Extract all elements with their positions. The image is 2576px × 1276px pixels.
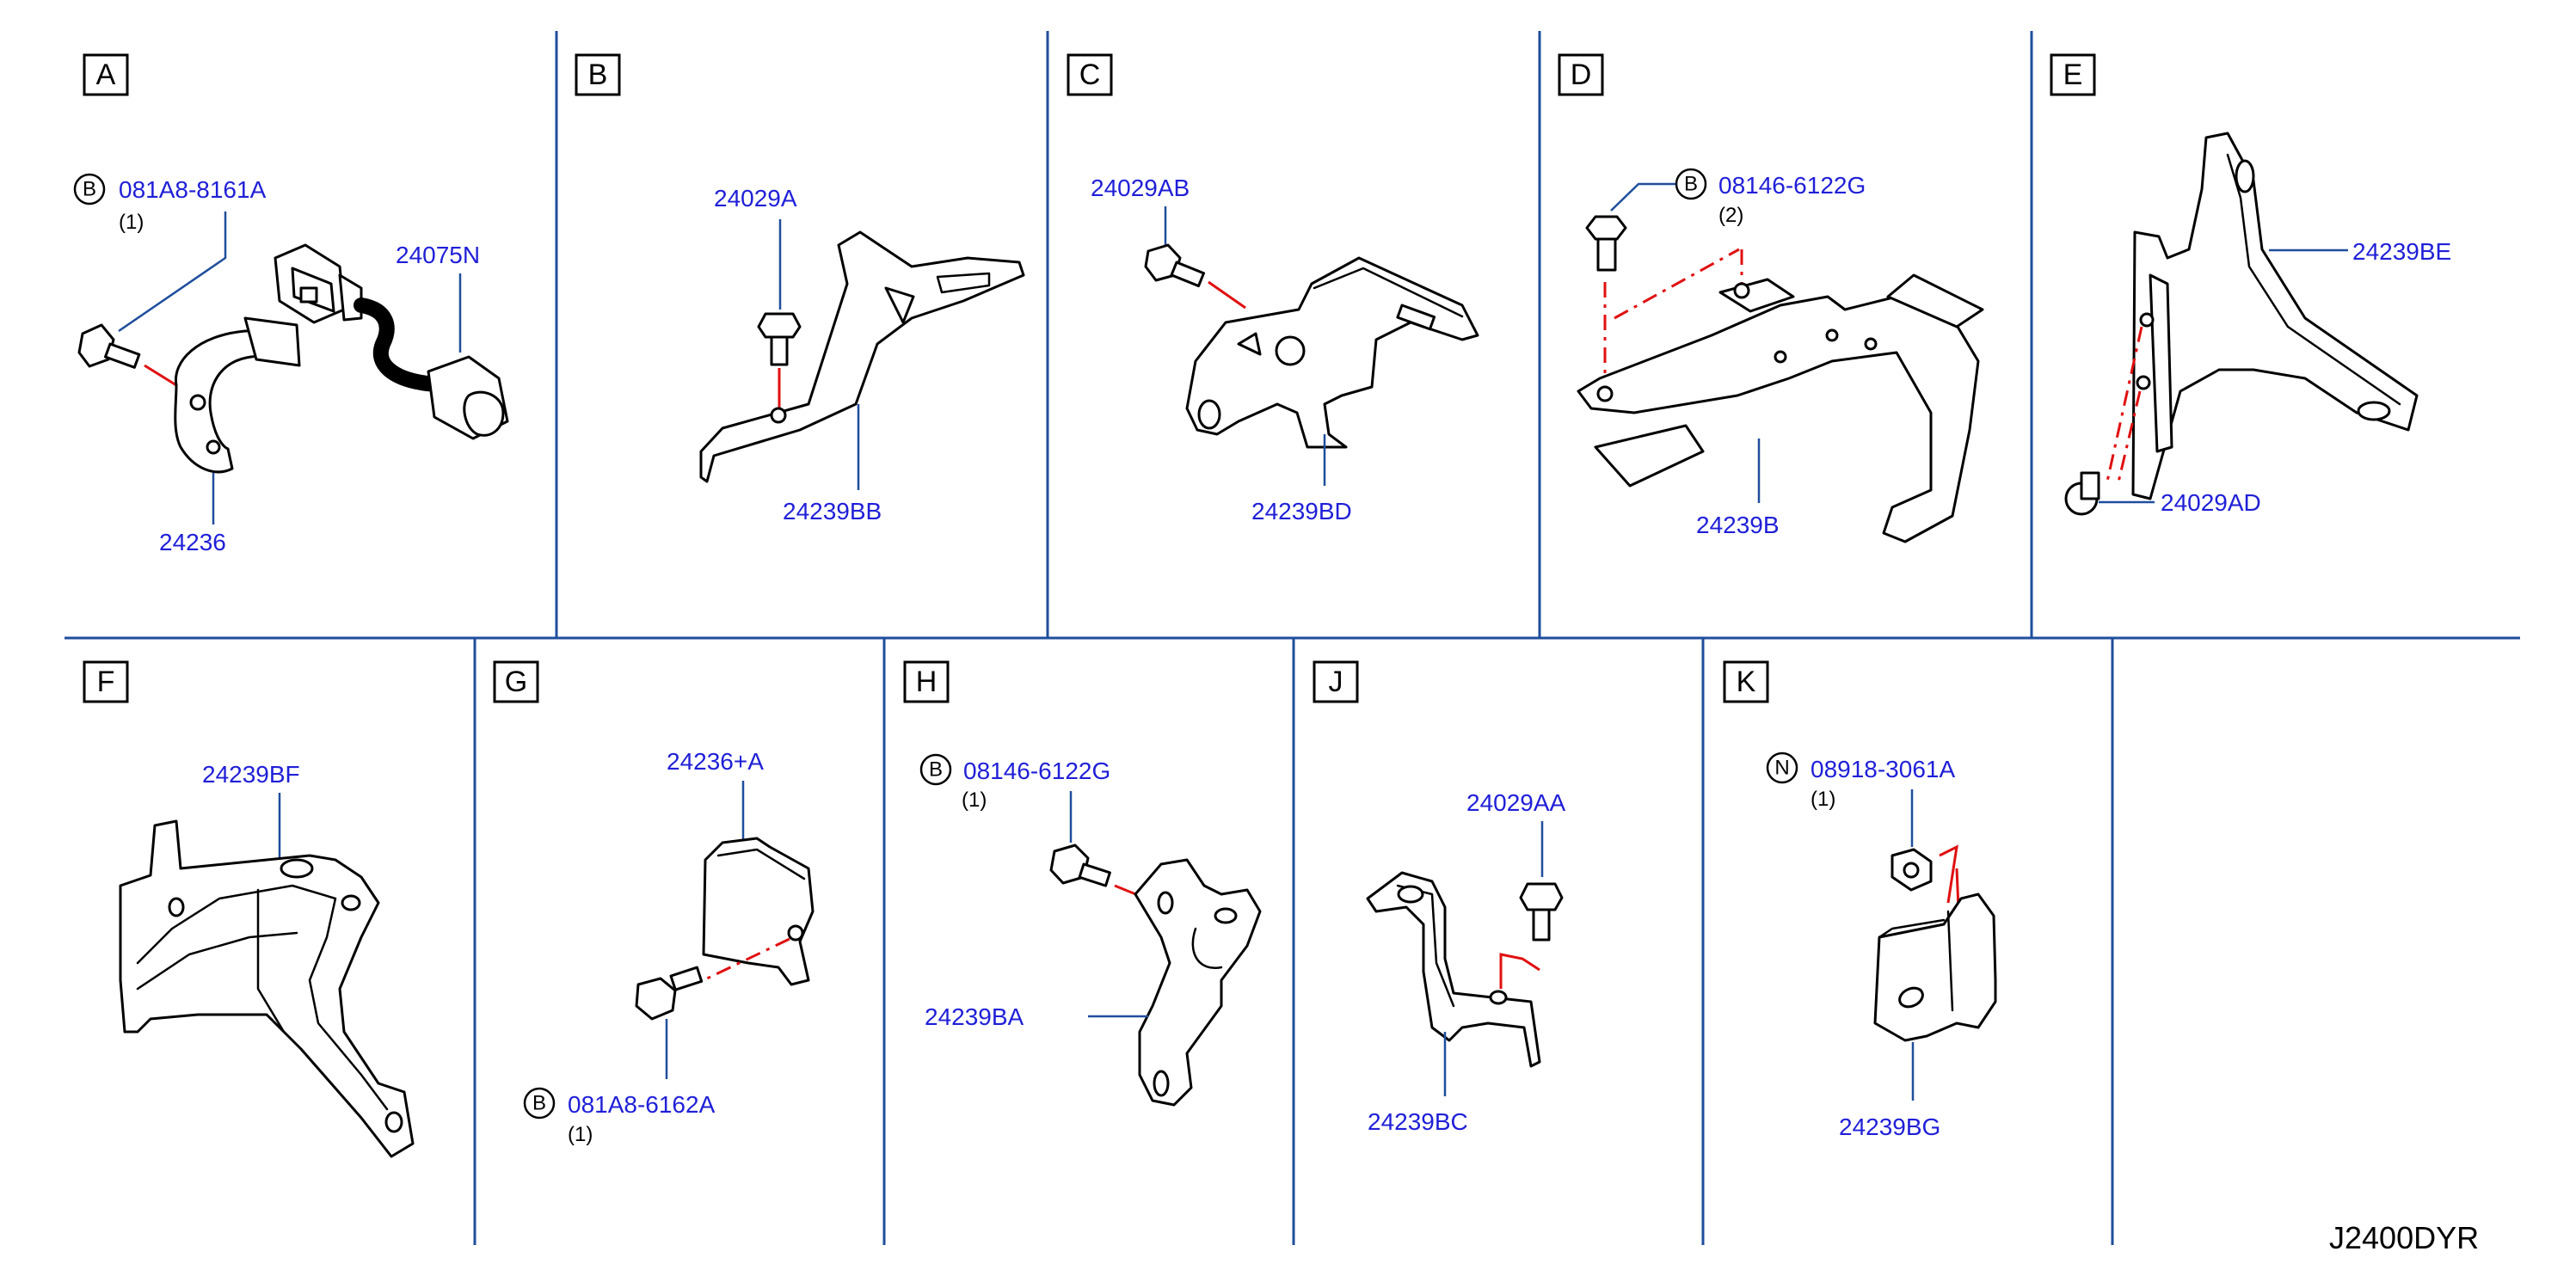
- part-number-24029AB[interactable]: 24029AB: [1091, 175, 1190, 201]
- part-number-24075N[interactable]: 24075N: [396, 242, 480, 268]
- bracket-24239BC: [1366, 871, 1541, 1068]
- panel-c-label-box: [1067, 53, 1113, 96]
- bolt-icon: [757, 312, 802, 366]
- panel-h-letter: H: [916, 666, 938, 698]
- part-number-08146-6122G[interactable]: 08146-6122G: [1718, 172, 1866, 199]
- panel-c-letter: C: [1079, 58, 1101, 91]
- part-number-24029AD[interactable]: 24029AD: [2161, 489, 2261, 516]
- panel-j: J 24029AA 24239BC: [1313, 660, 1566, 1135]
- bracket-24239B: [1577, 295, 1980, 543]
- part-number-24239BC[interactable]: 24239BC: [1368, 1108, 1468, 1135]
- part-number-24029AA[interactable]: 24029AA: [1466, 789, 1566, 816]
- panel-grid: [65, 31, 2520, 1245]
- panel-f-letter: F: [97, 666, 115, 698]
- part-number-08146-6122G-h[interactable]: 08146-6122G: [963, 758, 1110, 784]
- bracket-24239BA: [1134, 858, 1262, 1107]
- part-number-24239BB[interactable]: 24239BB: [783, 498, 882, 525]
- panel-d: D B 08146-6122G (2) 24239B: [1558, 53, 1984, 543]
- part-qty: (1): [119, 211, 144, 234]
- panel-k: K N 08918-3061A (1) 24239BG: [1723, 660, 1997, 1140]
- part-number-24239BE[interactable]: 24239BE: [2352, 238, 2451, 265]
- panel-a-symbol: B: [83, 178, 96, 201]
- bolt-symbol-icon: [73, 173, 106, 206]
- part-number-24239B[interactable]: 24239B: [1696, 512, 1780, 538]
- panel-g: G 24236+A B 081A8-6162A (1): [493, 660, 815, 1146]
- panel-d-symbol: B: [1684, 173, 1698, 196]
- panel-e-letter: E: [2063, 58, 2083, 91]
- panel-d-label-box: [1558, 53, 1604, 96]
- panel-g-label-box: [493, 660, 539, 703]
- part-number-081A8-8161A[interactable]: 081A8-8161A: [119, 176, 267, 203]
- panel-h: H B 08146-6122G (1) 24239BA: [903, 660, 1262, 1107]
- panel-k-symbol: N: [1774, 757, 1789, 780]
- part-number-24239BF[interactable]: 24239BF: [202, 761, 300, 788]
- part-number-08918-3061A[interactable]: 08918-3061A: [1811, 756, 1955, 782]
- panel-f-label-box: [83, 660, 129, 703]
- nut-symbol-icon: [1766, 751, 1798, 784]
- panel-e: E 24239BE 24029AD: [2050, 53, 2451, 516]
- bolt-icon: [2064, 471, 2100, 516]
- part-number-24029A[interactable]: 24029A: [714, 185, 797, 212]
- bracket-24239BE: [2131, 132, 2419, 500]
- part-number-24239BD[interactable]: 24239BD: [1251, 498, 1352, 525]
- plug-connector-icon: [427, 355, 509, 440]
- bolt-icon: [1519, 882, 1564, 942]
- panel-d-letter: D: [1571, 58, 1592, 91]
- bolt-icon: [1585, 215, 1627, 272]
- panel-a: A B 081A8-8161A (1) 24075N: [73, 53, 509, 555]
- part-qty: (2): [1718, 204, 1743, 227]
- bracket-24239BG: [1873, 893, 1997, 1042]
- panel-j-label-box: [1313, 660, 1359, 703]
- bracket-24236A: [702, 837, 815, 986]
- panel-b-label-box: [575, 53, 621, 96]
- bolt-icon: [1049, 844, 1111, 887]
- panel-b: B 24029A 24239BB: [575, 53, 1025, 525]
- bolt-icon: [635, 966, 704, 1021]
- panel-g-symbol: B: [532, 1092, 546, 1115]
- part-number-24239BA[interactable]: 24239BA: [925, 1003, 1024, 1030]
- bolt-symbol-icon: [1675, 168, 1707, 200]
- part-number-24236+A[interactable]: 24236+A: [667, 748, 764, 775]
- panel-a-label-box: [83, 53, 129, 96]
- part-qty: (1): [568, 1123, 593, 1146]
- part-number-24239BG[interactable]: 24239BG: [1839, 1113, 1940, 1140]
- panel-h-symbol: B: [929, 758, 943, 782]
- panel-e-label-box: [2050, 53, 2096, 96]
- panel-j-letter: J: [1329, 666, 1343, 698]
- panel-b-letter: B: [588, 58, 608, 91]
- part-number-24236[interactable]: 24236: [159, 529, 226, 555]
- bracket-24239BB: [699, 230, 1025, 483]
- panel-a-letter: A: [96, 58, 116, 91]
- bolt-icon: [1144, 243, 1206, 288]
- panel-h-label-box: [903, 660, 950, 703]
- sensor-connector-icon: [274, 243, 363, 324]
- bolt-symbol-icon: [523, 1087, 556, 1120]
- bracket-24236: [174, 329, 292, 474]
- panel-g-letter: G: [505, 666, 527, 698]
- bolt-symbol-icon: [919, 753, 952, 786]
- part-number-081A8-6162A[interactable]: 081A8-6162A: [568, 1091, 716, 1118]
- panel-k-letter: K: [1737, 666, 1756, 698]
- nut-icon: [1891, 848, 1933, 892]
- part-qty: (1): [1811, 788, 1835, 811]
- bracket-24239BF: [119, 819, 415, 1158]
- bracket-24239BD: [1185, 256, 1479, 449]
- panel-f: F 24239BF: [83, 660, 415, 1158]
- diagram-code: J2400DYR: [2329, 1220, 2479, 1255]
- bolt-icon: [77, 323, 141, 369]
- panel-k-label-box: [1723, 660, 1769, 703]
- panel-c: C 24029AB 24239BD: [1067, 53, 1479, 525]
- part-qty: (1): [962, 788, 987, 812]
